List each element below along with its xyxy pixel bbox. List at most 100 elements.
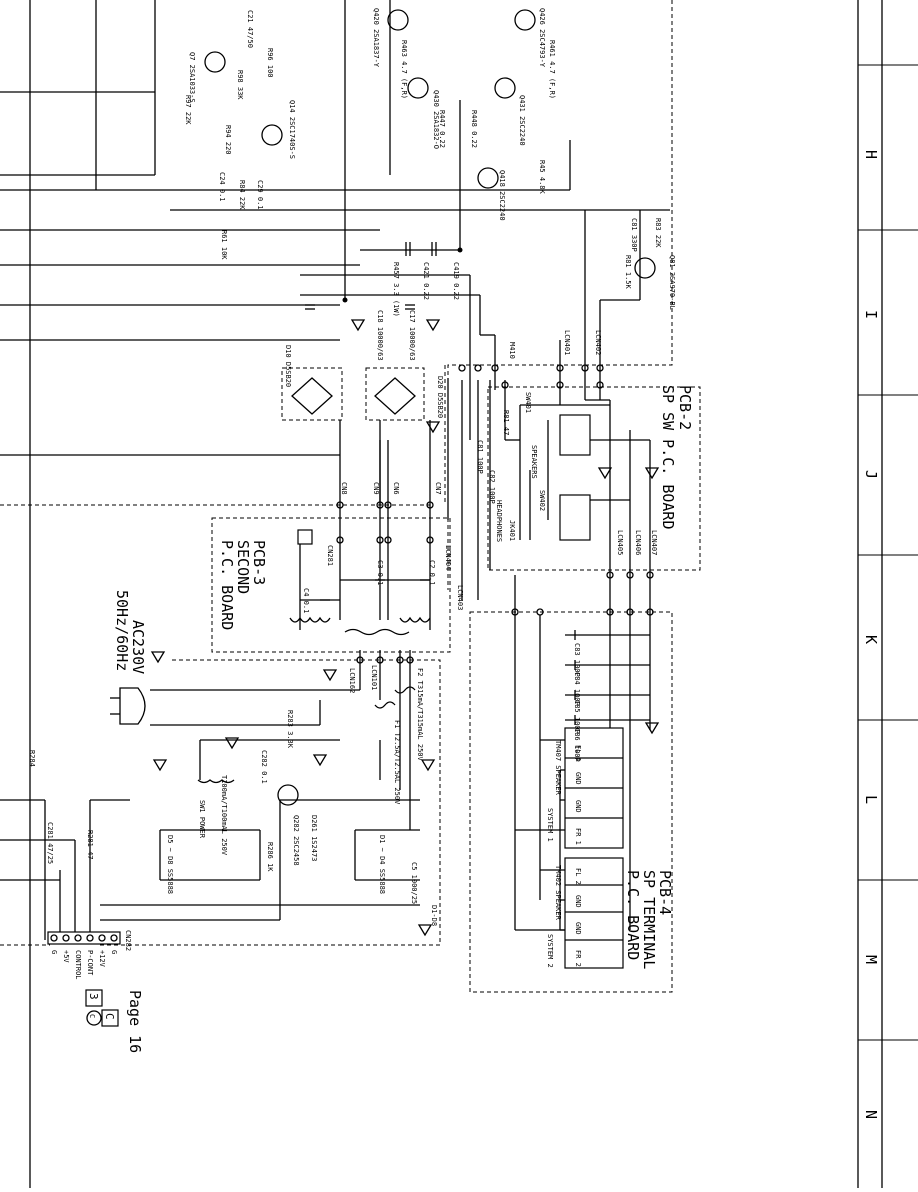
r463-label: R463 4.7 (F,R) [400,40,408,99]
sw401-label: SW401 [524,392,532,413]
c24-label: C24 0.1 [218,172,226,202]
r61-label: R61 10K [220,230,228,260]
pcb4-line2: P.C. BOARD [624,870,642,960]
r83-label: R83 22K [654,218,662,248]
system1-label: SYSTEM 1 [546,808,554,842]
c84-label: C84 100P [573,672,581,706]
r457-label: R457 3.3 (1W) [392,262,400,317]
terminal-blocks [47,529,624,969]
system2-label: SYSTEM 2 [546,934,554,968]
t100-label: T100mA/T100mAL 250V [220,775,228,856]
page-ref: Page 16 [126,990,144,1053]
lcn401-label: LCN401 [563,330,571,355]
c86-label: C86 100P [573,728,581,762]
d261-label: D261 1S2473 [310,815,318,861]
q430-label: Q430 2SA1832-O [432,90,440,149]
cn282-pin-g2: G [110,950,118,954]
q426-label: Q426 2SC4793-Y [538,8,546,68]
c421-label: C421 0.22 [422,262,430,300]
cn9-label: CN9 [372,482,380,495]
q7-label: Q7 2SA1033-S [188,52,196,103]
term-gnd2a: GND [574,895,582,908]
grid-letter-i: I [862,310,880,319]
lcn403-label: LCN403 [456,585,464,610]
term-gnd1b: GND [574,800,582,813]
c83-label: C83 100P [573,643,581,677]
r45-label: R45 4.8K [538,160,546,195]
r461-label: R461 4.7 (F,R) [548,40,556,99]
d5-d8-label: D5 ~ D8 SS5888 [166,835,174,894]
page-ref-box-c [101,1009,119,1027]
cn282-pin-12v: +12V [98,950,106,968]
cn282-pin-control: CONTROL [74,950,82,980]
speakers-label: SPEAKERS [530,445,538,479]
page-ref-circle [86,1010,102,1026]
jk401-label: JK401 [508,520,516,541]
transistors [204,9,656,806]
c17-label: C17 10000/63 [408,310,416,361]
capacitors [305,242,576,725]
sw1-label: SW1 POWER [198,800,206,839]
connector-dots [336,247,654,664]
cn282-label: CN282 [124,930,132,951]
c282-label: C282 0.1 [260,750,268,784]
r81b-label: R81 47 [502,410,510,435]
q282-label: Q282 2SC2458 [292,815,300,866]
warning-triangles [150,319,660,937]
lcn406-label: LCN406 [634,530,642,555]
r81-label: R81 1.5K [624,255,632,290]
tm407-label: TM407 SPEAKER [554,740,562,796]
d1d8-label: D1-D8 [430,905,438,926]
page-ref-c1: C [103,1013,116,1020]
grid-letter-h: H [862,150,880,159]
r98-label: R98 33K [236,70,244,100]
lcn405-label: LCN405 [616,530,624,555]
c81b-label: C81 100P [476,440,484,474]
grid-border [857,0,918,1188]
sw402-label: SW402 [538,490,546,511]
c85-label: C85 100P [573,700,581,734]
r84-label: R84 22K [238,180,246,210]
term-fl2: FL 2 [574,868,582,885]
pcb3-line2: P.C. BOARD [218,540,236,630]
pcb4-line1: SP TERMINAL [640,870,658,969]
cn7-label: CN7 [434,482,442,495]
c4-label: C4 0.1 [302,588,310,613]
r284-label: R284 [28,750,36,767]
grid-letter-m: M [862,955,880,964]
grid-letter-l: L [862,795,880,804]
q81-label: Q81 2SA970-BL [668,255,676,310]
pcb2-title: SP SW P.C. BOARD [659,385,677,530]
c419-label: C419 0.22 [452,262,460,300]
term-fr2: FR 2 [574,950,582,967]
c281-label: C281 47/25 [46,822,54,864]
c29-label: C29 0.1 [256,180,264,210]
f2-label: F2 T315mA/T315mAL 250V [416,668,424,762]
term-gnd1a: GND [574,772,582,785]
transformers [197,616,431,784]
ac-frequency: 50Hz/60Hz [113,590,131,671]
c5-label: C5 1000/25 [410,862,418,904]
bridge-rectifiers [291,377,416,415]
c3-label: C3 0.1 [376,560,384,585]
q14-label: Q14 2SC1740S-S [288,100,296,159]
d10-label: D10 D5SB20 [284,345,292,387]
ac-voltage: AC230V [129,620,147,674]
pcb2-code: PCB-2 [676,385,694,430]
r286-label: R286 1K [266,842,274,872]
r96-label: R96 100 [266,48,274,78]
term-fl1: FL 1 [574,745,582,762]
q418-label: Q418 2SC2240 [498,170,506,221]
lcn101-label: LCN101 [370,665,378,690]
r97-label: R97 22K [184,95,192,125]
cn6-label: CN6 [392,482,400,495]
d1-d4-label: D1 ~ D4 SS5888 [378,835,386,894]
c2-label: C2 0.1 [428,560,436,585]
grid-letter-j: J [862,470,880,479]
cn281-label: CN281 [326,545,334,566]
speaker-switch [559,414,591,541]
cn282-pin-g1: G [50,950,58,954]
c18-label: C18 10000/63 [376,310,384,361]
